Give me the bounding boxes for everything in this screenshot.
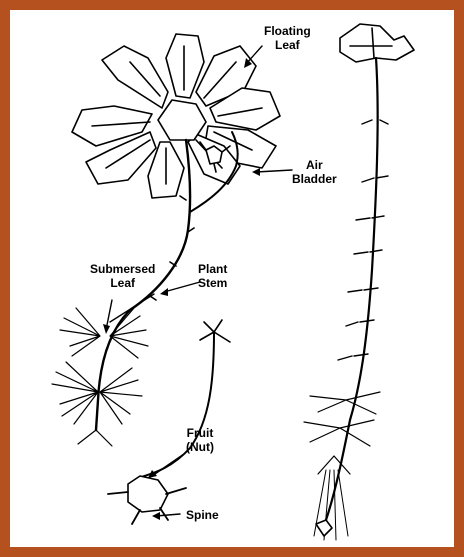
label-air-bladder-line1: Air	[292, 158, 337, 172]
floating-leaf-rosette	[72, 34, 280, 198]
fruit-nut-drawing	[108, 320, 230, 524]
right-plant	[304, 24, 414, 540]
label-spine-line1: Spine	[186, 508, 219, 522]
label-air-bladder-line2: Bladder	[292, 172, 337, 186]
label-submersed-leaf-line2: Leaf	[90, 276, 155, 290]
label-plant-stem: Plant Stem	[198, 262, 227, 290]
label-floating-leaf-line1: Floating	[264, 24, 311, 38]
label-floating-leaf: Floating Leaf	[264, 24, 311, 52]
label-fruit-nut-line2: (Nut)	[186, 440, 214, 454]
label-floating-leaf-line2: Leaf	[264, 38, 311, 52]
label-fruit-nut-line1: Fruit	[186, 426, 214, 440]
label-plant-stem-line2: Stem	[198, 276, 227, 290]
label-fruit-nut: Fruit (Nut)	[186, 426, 214, 454]
label-spine: Spine	[186, 508, 219, 522]
label-submersed-leaf: Submersed Leaf	[90, 262, 155, 290]
label-air-bladder: Air Bladder	[292, 158, 337, 186]
label-plant-stem-line1: Plant	[198, 262, 227, 276]
label-submersed-leaf-line1: Submersed	[90, 262, 155, 276]
